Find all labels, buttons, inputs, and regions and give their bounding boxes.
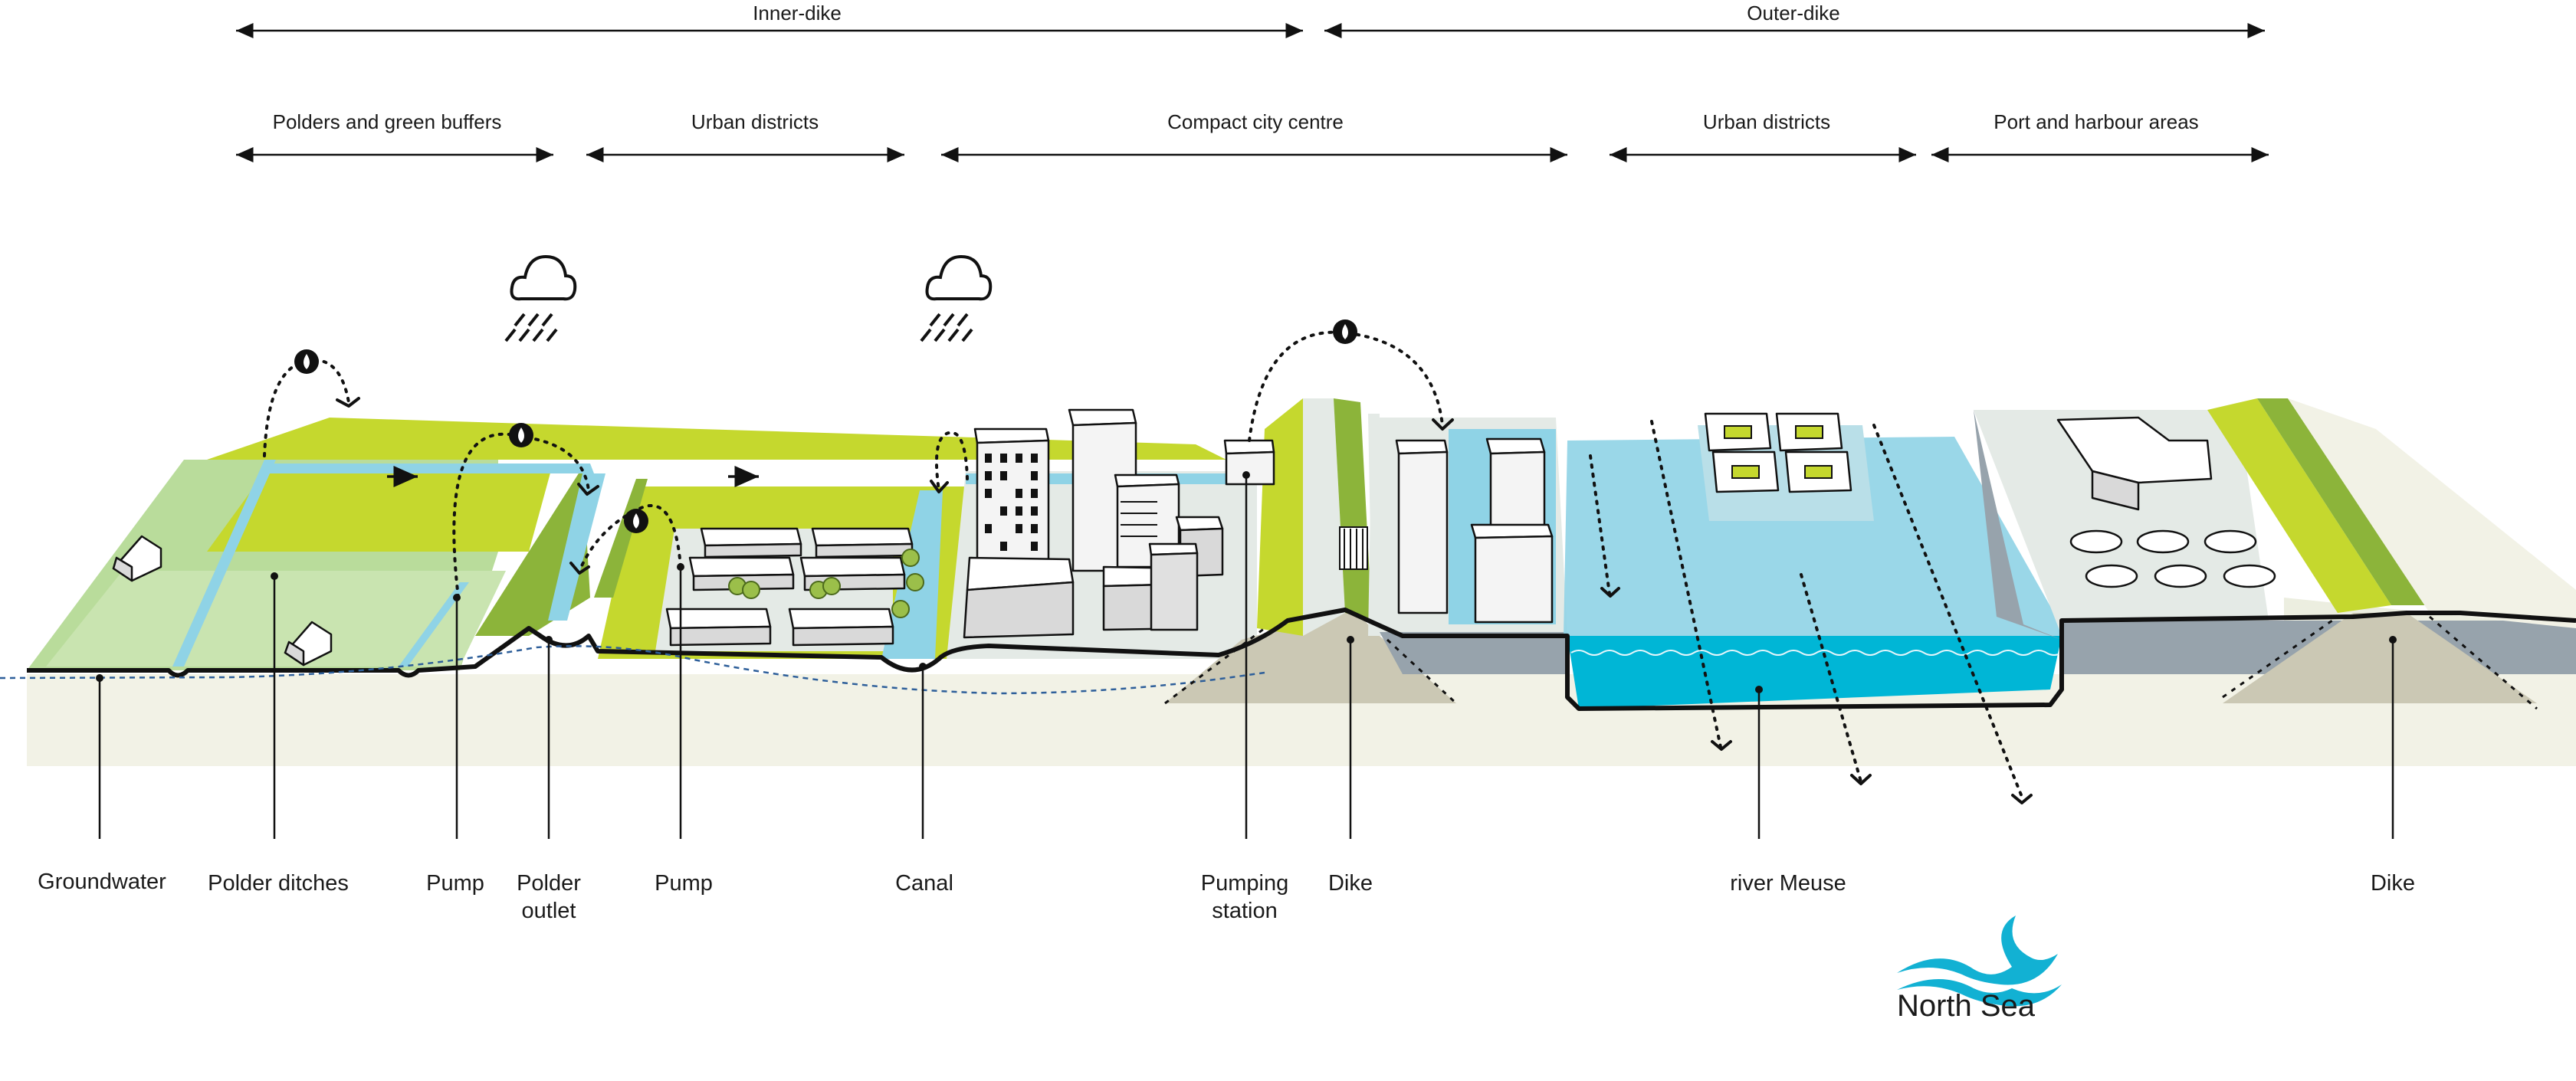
zone-labels: Inner-dike Outer-dike Polders and green … — [273, 2, 2199, 133]
river-wave-line — [1570, 650, 2062, 656]
port-area — [1974, 398, 2576, 703]
drop-icon — [624, 509, 648, 533]
label-dike-1: Dike — [1328, 871, 1373, 896]
river-meuse — [1564, 412, 2062, 709]
north-sea-label: North Sea — [1897, 989, 2036, 1023]
north-sea-wave-icon — [1897, 916, 2062, 1007]
trees — [728, 549, 924, 618]
polder-field-lighter — [46, 571, 506, 667]
outer-dike-green — [2257, 398, 2430, 605]
label-polder-outlet-line2: outlet — [522, 899, 576, 923]
label-polder-outlet-line1: Polder — [517, 871, 581, 896]
dike-crest — [1303, 398, 1345, 636]
low-rise-block — [665, 608, 772, 647]
tower-building — [973, 427, 1050, 568]
office-stripes — [1121, 501, 1157, 537]
dike-slope-dashes — [1164, 615, 2538, 710]
ground-profile-line — [27, 608, 2576, 711]
label-polder-ditches: Polder ditches — [208, 871, 349, 896]
polder-lime-field — [207, 467, 552, 552]
floating-homes — [1704, 412, 1852, 493]
zone-label-inner-dike: Inner-dike — [753, 2, 842, 25]
lowrise-centre-1 — [963, 556, 1075, 639]
low-rise-block — [700, 527, 802, 559]
low-rise-block — [788, 608, 894, 647]
dike-green-slope — [1257, 398, 1303, 636]
label-pumping-station-line2: station — [1212, 899, 1277, 923]
storage-tanks — [2069, 529, 2276, 588]
drop-icon — [509, 423, 533, 447]
outer-dike-area — [1368, 418, 1567, 674]
label-pumping-station-line1: Pumping — [1201, 871, 1288, 896]
outer-dike-lime — [2207, 398, 2391, 613]
water-drop-icons — [294, 319, 1357, 533]
flow-arrowheads — [336, 397, 2033, 804]
label-dike-2: Dike — [2371, 871, 2415, 896]
river-surface — [1564, 437, 2062, 636]
label-river-meuse: river Meuse — [1730, 871, 1846, 896]
dike-body — [1165, 609, 1456, 703]
compact-city-centre — [947, 408, 1257, 659]
polder-landscape — [27, 418, 1226, 670]
farm-house-1 — [112, 535, 162, 582]
zone-label-urban-inner: Urban districts — [691, 110, 819, 133]
outer-building-3 — [1470, 523, 1554, 624]
rain-cloud-icon — [504, 254, 577, 342]
polder-lime-strip — [207, 418, 1226, 460]
polder-ditch-vert — [548, 473, 605, 621]
zone-label-port: Port and harbour areas — [1994, 110, 2198, 133]
label-canal: Canal — [895, 871, 953, 896]
label-pump-1: Pump — [426, 871, 484, 896]
tower-windows — [985, 454, 1038, 551]
pumping-station-building — [1223, 439, 1275, 486]
port-quay-edge — [1974, 410, 2062, 640]
floating-home-roofs — [1724, 425, 1833, 479]
polder-ditch-top — [264, 464, 594, 473]
sluice-gate — [1339, 526, 1368, 570]
outer-dike-field — [2288, 398, 2576, 628]
low-rise-block — [799, 556, 906, 591]
leader-lines — [98, 475, 2394, 839]
zone-label-urban-outer: Urban districts — [1703, 110, 1830, 133]
outer-building-2 — [1485, 437, 1546, 530]
feature-labels: Groundwater Polder ditches Pump Polder o… — [38, 870, 2415, 923]
subsoil-slab — [27, 674, 2576, 766]
urban-dark-edge — [594, 479, 648, 598]
zone-brackets — [236, 23, 2269, 162]
rain-cloud-icon — [920, 254, 993, 342]
drop-icon — [1333, 319, 1357, 344]
farm-house-2 — [284, 621, 333, 667]
polder-ditch-2 — [399, 582, 469, 667]
inner-dike — [1165, 398, 1456, 703]
label-pump-2: Pump — [655, 871, 713, 896]
outer-building-1 — [1395, 439, 1449, 614]
low-rise-block — [811, 527, 914, 559]
lowrise-centre-3 — [1148, 542, 1199, 631]
port-warehouse — [2056, 416, 2213, 511]
label-groundwater: Groundwater — [38, 870, 166, 894]
drop-icon — [294, 349, 319, 374]
outer-base — [1380, 632, 1567, 674]
zone-label-compact-centre: Compact city centre — [1167, 110, 1344, 133]
zone-label-outer-dike: Outer-dike — [1747, 2, 1839, 25]
polder-ditch-1 — [172, 460, 276, 667]
outer-dike-body — [2223, 613, 2537, 703]
leader-dots — [96, 471, 2397, 693]
groundwater-line — [0, 645, 1265, 695]
zone-label-polders: Polders and green buffers — [273, 110, 502, 133]
